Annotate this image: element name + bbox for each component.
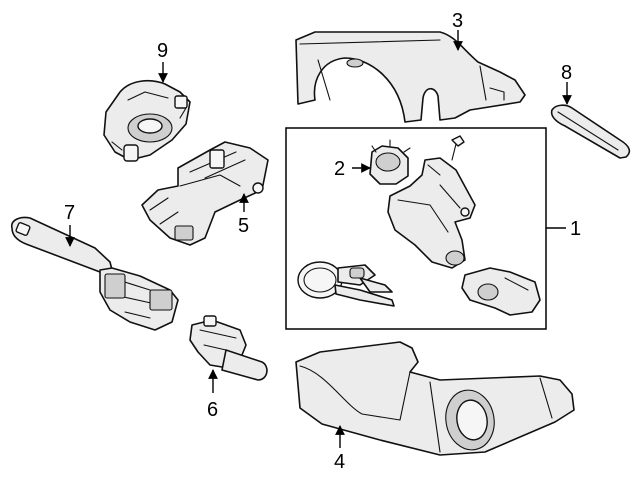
callout-2: 2 [334, 158, 345, 180]
callout-3: 3 [452, 10, 463, 32]
callout-7: 7 [64, 202, 75, 224]
wiper-switch-icon [189, 315, 268, 381]
lock-cylinder-icon [369, 139, 411, 185]
callout-5: 5 [238, 215, 249, 237]
callout-6: 6 [207, 399, 218, 421]
lock-pawl-icon [461, 267, 541, 316]
callout-9: 9 [157, 40, 168, 62]
trim-panel-icon [550, 104, 631, 159]
turn-signal-switch-icon [10, 216, 179, 331]
callout-4: 4 [334, 451, 345, 473]
ignition-switch-housing-icon [141, 141, 269, 246]
callout-8: 8 [561, 62, 572, 84]
callout-1: 1 [570, 218, 581, 240]
key-fob-icon [297, 261, 395, 307]
screw-icon [451, 135, 465, 161]
clock-spring-icon [103, 79, 191, 162]
upper-column-cover-icon [295, 31, 526, 123]
lower-column-cover-icon [295, 341, 575, 456]
ignition-lock-housing-icon [387, 157, 476, 269]
